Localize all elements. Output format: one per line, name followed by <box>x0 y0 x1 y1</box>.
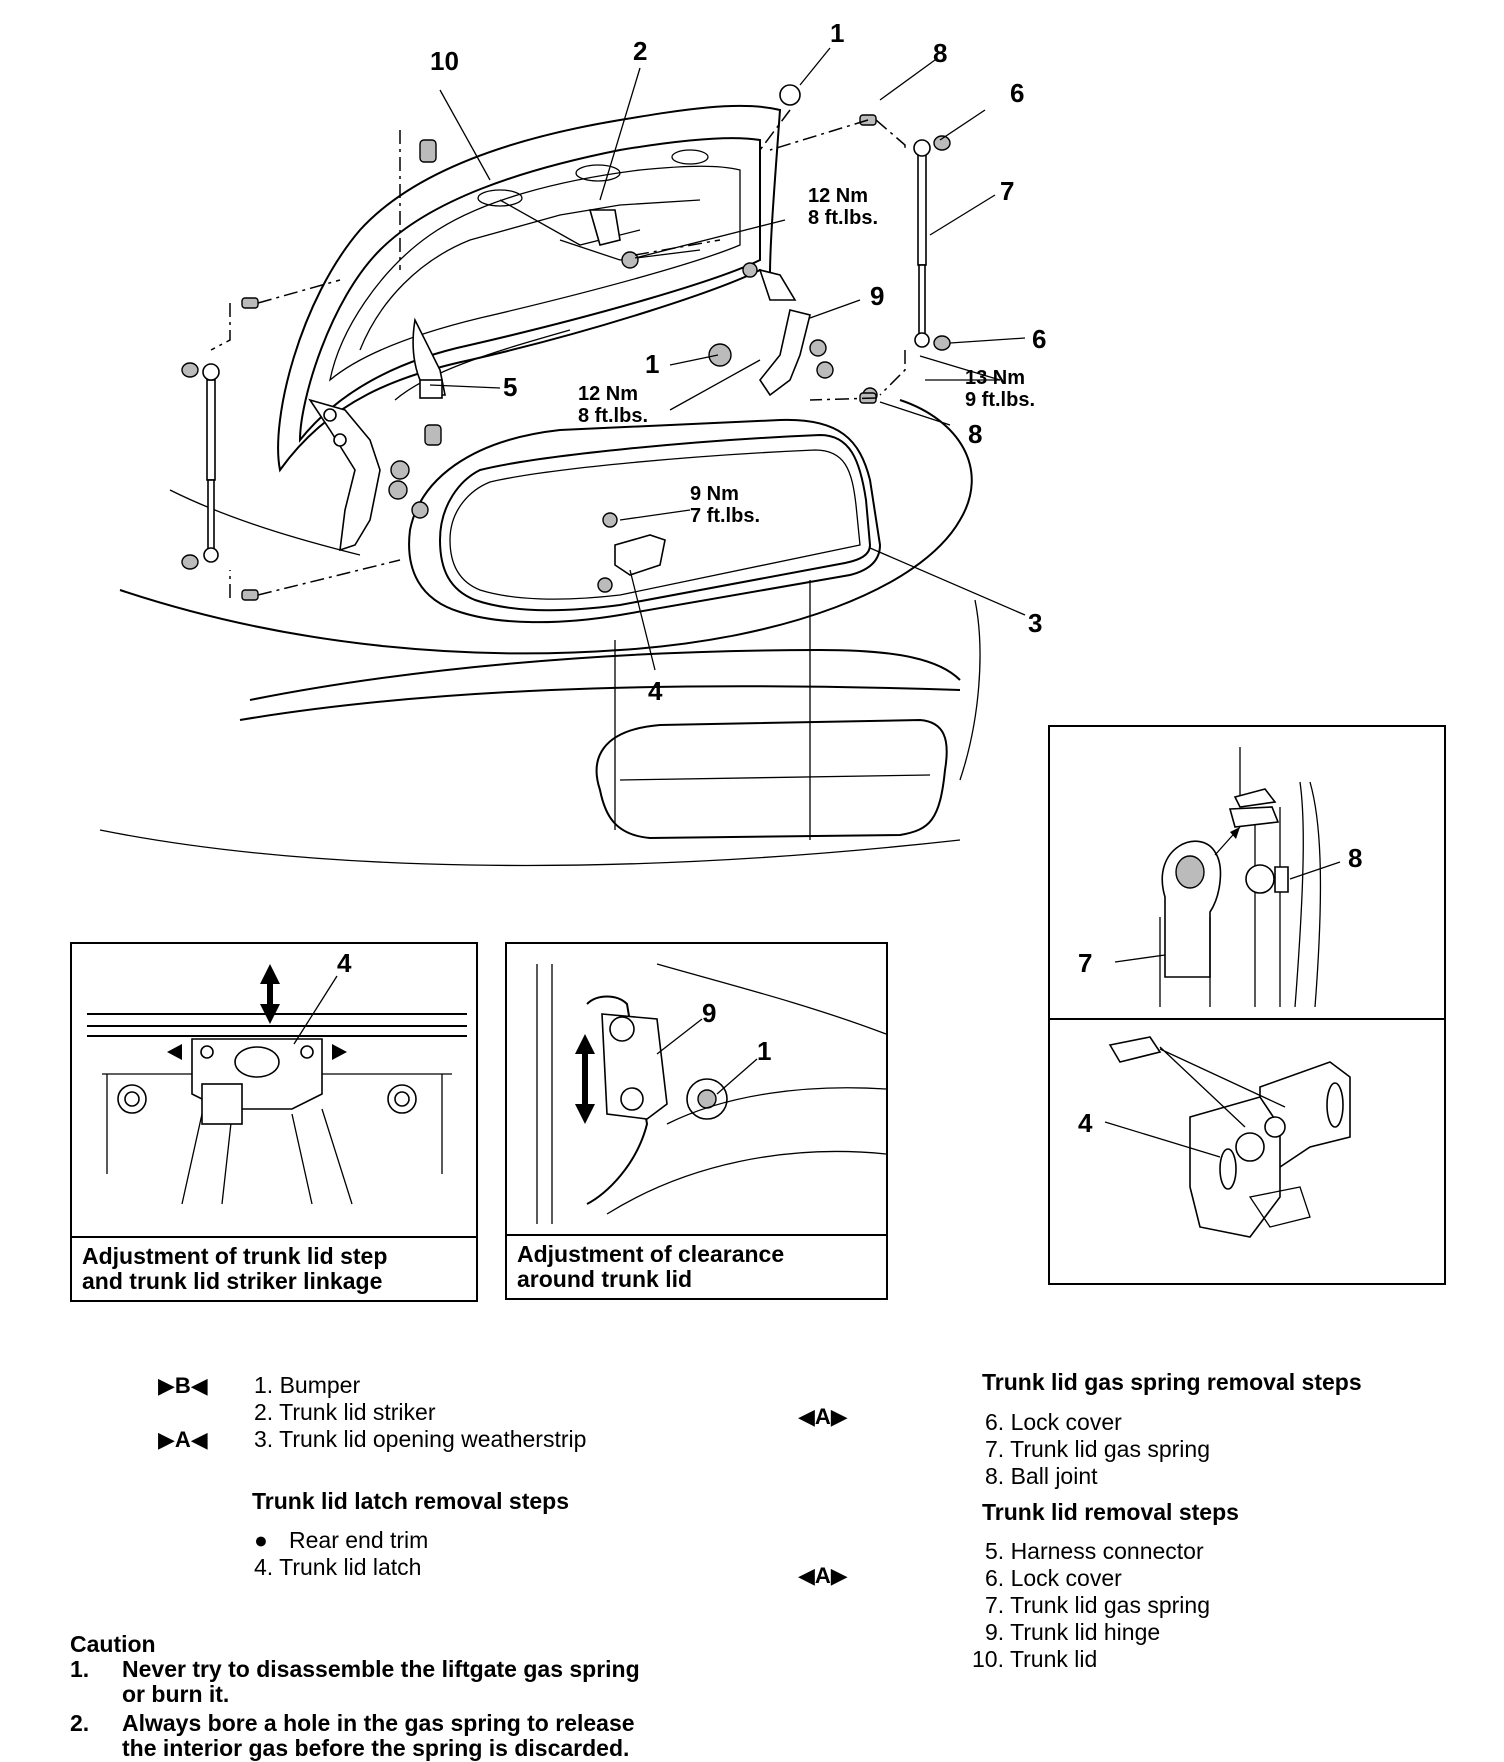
lid-item-7: 7. Trunk lid gas spring <box>985 1592 1211 1618</box>
torque-label-3b: 9 ft.lbs. <box>965 389 1035 411</box>
car-body-outline <box>99 399 981 867</box>
lid-item-5: 5. Harness connector <box>985 1538 1204 1564</box>
torque-label-1b: 8 ft.lbs. <box>808 207 878 229</box>
inset-latch-adjustment: 4 Adjustment of trunk lid step and trunk… <box>70 942 478 1302</box>
torque-label-2a: 12 Nm <box>578 383 638 405</box>
inset-latch-callout-4: 4 <box>337 948 352 978</box>
callout-7: 7 <box>1000 176 1014 206</box>
inset-right-drawing: 8 7 4 <box>1050 747 1444 1238</box>
torque-label-2b: 8 ft.lbs. <box>578 405 648 427</box>
legend-item-3: 3. Trunk lid opening weatherstrip <box>254 1426 587 1452</box>
callout-4: 4 <box>648 676 663 706</box>
torque-label-3a: 13 Nm <box>965 367 1025 389</box>
callout-2: 2 <box>633 36 647 66</box>
gas-item-8: 8. Ball joint <box>985 1463 1098 1489</box>
caution-number-2: 2. <box>70 1710 90 1736</box>
inset-latch-caption-line2: and trunk lid striker linkage <box>82 1268 383 1294</box>
callout-10: 10 <box>430 46 459 76</box>
marker-a-gas: ◀A▶ <box>798 1404 848 1429</box>
callout-9: 9 <box>870 281 884 311</box>
caution-line-1b: or burn it. <box>122 1681 230 1707</box>
inset-clearance-drawing: 9 1 <box>536 963 886 1224</box>
inset-clearance-callout-9: 9 <box>702 998 716 1028</box>
lid-item-10: 10. Trunk lid <box>972 1646 1098 1672</box>
callout-1-top: 1 <box>830 18 844 48</box>
torque-label-4b: 7 ft.lbs. <box>690 505 760 527</box>
inset-clearance-caption-line2: around trunk lid <box>517 1266 693 1292</box>
gas-item-7: 7. Trunk lid gas spring <box>985 1436 1211 1462</box>
gas-spring-steps-heading: Trunk lid gas spring removal steps <box>982 1369 1362 1395</box>
latch-bullet: ● <box>254 1527 268 1553</box>
left-hinge <box>308 398 429 552</box>
right-gas-spring <box>859 114 951 404</box>
inset-right-callout-7: 7 <box>1078 948 1092 978</box>
assembly-lines <box>210 109 906 598</box>
caution-line-2b: the interior gas before the spring is di… <box>122 1735 630 1761</box>
inset-clearance-adjustment: 9 1 Adjustment of clearance around trunk… <box>505 942 888 1300</box>
trunk-opening <box>408 418 882 624</box>
marker-a: ▶A◀ <box>158 1427 208 1452</box>
caution-heading: Caution <box>70 1631 156 1657</box>
torque-label-4a: 9 Nm <box>690 483 739 505</box>
caution-line-2a: Always bore a hole in the gas spring to … <box>122 1710 635 1736</box>
inset-latch-caption: Adjustment of trunk lid step and trunk l… <box>72 1236 476 1300</box>
callout-6-mid: 6 <box>1032 324 1046 354</box>
inset-right-detail: 8 7 4 <box>1048 725 1446 1285</box>
callout-5: 5 <box>503 372 517 402</box>
callout-1-mid: 1 <box>645 349 659 379</box>
legend-item-2: 2. Trunk lid striker <box>254 1399 436 1425</box>
striker-parts <box>412 84 801 446</box>
caution-line-1a: Never try to disassemble the liftgate ga… <box>122 1656 640 1682</box>
lid-steps-heading: Trunk lid removal steps <box>982 1499 1239 1525</box>
inset-clearance-callout-1: 1 <box>757 1036 771 1066</box>
inset-right-callout-8: 8 <box>1348 843 1362 873</box>
leader-lines <box>429 47 1026 671</box>
inset-clearance-caption-line1: Adjustment of clearance <box>517 1241 785 1267</box>
torque-label-1a: 12 Nm <box>808 185 868 207</box>
caution-number-1: 1. <box>70 1656 90 1682</box>
lid-item-6: 6. Lock cover <box>985 1565 1122 1591</box>
callout-3: 3 <box>1028 608 1042 638</box>
callout-8-mid: 8 <box>968 419 982 449</box>
trunk-lid <box>277 104 782 473</box>
latch-part <box>597 512 666 593</box>
inset-latch-drawing: 4 <box>87 948 467 1205</box>
legend-item-1: 1. Bumper <box>254 1372 361 1398</box>
inset-right-callout-4: 4 <box>1078 1108 1093 1138</box>
latch-steps-heading: Trunk lid latch removal steps <box>252 1488 569 1514</box>
callout-6-top: 6 <box>1010 78 1024 108</box>
latch-item-rear-end-trim: Rear end trim <box>289 1527 429 1553</box>
left-gas-spring <box>181 297 259 601</box>
inset-latch-caption-line1: Adjustment of trunk lid step <box>82 1243 388 1269</box>
latch-item-4: 4. Trunk lid latch <box>254 1554 422 1580</box>
right-hinge <box>742 262 878 403</box>
lid-item-9: 9. Trunk lid hinge <box>985 1619 1161 1645</box>
marker-b: ▶B◀ <box>158 1373 208 1398</box>
inset-clearance-caption: Adjustment of clearance around trunk lid <box>507 1234 886 1298</box>
marker-a-lid: ◀A▶ <box>798 1563 848 1588</box>
gas-item-6: 6. Lock cover <box>985 1409 1122 1435</box>
callout-8-top: 8 <box>933 38 947 68</box>
